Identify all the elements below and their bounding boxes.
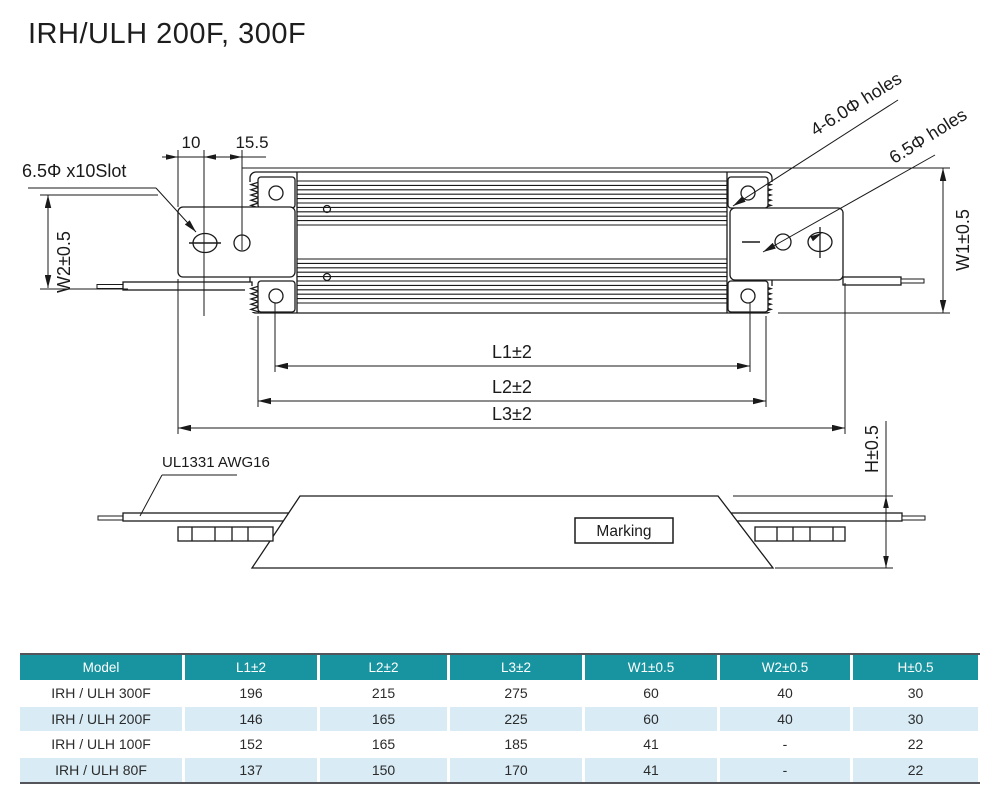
table-header-cell: W1±0.5	[585, 655, 717, 680]
dim-10-label: 10	[182, 133, 201, 152]
top-view-drawing	[28, 99, 950, 434]
holes-bottom-label: 6.5Φ holes	[886, 104, 971, 167]
table-row: IRH / ULH 300F 196 215 275 60 40 30	[20, 681, 980, 706]
table-cell: 137	[185, 757, 317, 782]
lead-wire-right	[842, 276, 902, 286]
table-cell-model: IRH / ULH 200F	[20, 706, 182, 731]
terminal-block-right	[754, 526, 846, 542]
dim-w1-label: W1±0.5	[953, 209, 973, 271]
tab-hole	[740, 288, 756, 304]
table-cell-model: IRH / ULH 100F	[51, 736, 151, 753]
serrated-edge	[248, 285, 262, 313]
table-cell: 275	[504, 685, 528, 702]
table-cell-model: IRH / ULH 300F	[51, 685, 151, 702]
table-header-cell: H±0.5	[853, 655, 978, 680]
table-cell: 196	[239, 685, 263, 702]
table-cell: 60	[643, 685, 659, 702]
table-row: IRH / ULH 100F 152 165 185 41 - 22	[20, 732, 980, 757]
dim-h-label: H±0.5	[862, 425, 882, 473]
table-cell: 185	[504, 736, 528, 753]
dim-l1-label: L1±2	[492, 342, 532, 362]
lead-wire-left-tip	[96, 284, 124, 289]
page-title: IRH/ULH 200F, 300F	[28, 18, 307, 50]
tab-hole	[268, 288, 284, 304]
dim-l2-label: L2±2	[492, 377, 532, 397]
holes-top-label: 4-6.0Φ holes	[807, 68, 905, 140]
table-cell: 150	[320, 757, 447, 782]
marking-label: Marking	[596, 523, 651, 540]
table-header-cell: L2±2	[320, 655, 447, 680]
dim-w2-label: W2±0.5	[54, 231, 74, 293]
table-cell: 146	[185, 706, 317, 731]
fin-rivet-hole	[322, 204, 332, 214]
marking-box	[574, 517, 674, 544]
spec-table: Model L1±2 L2±2 L3±2 W1±0.5 W2±0.5 H±0.5…	[20, 653, 980, 784]
fin-rivet-hole	[322, 272, 332, 282]
table-header-cell: Model	[20, 655, 182, 680]
lead-wire-left	[122, 281, 253, 291]
technical-drawing: 10 15.5 6.5Φ x10Slot 4-6.0Φ holes 6.5Φ h…	[22, 68, 973, 569]
table-cell: 41	[643, 736, 659, 753]
side-view-drawing	[97, 421, 926, 569]
dim-l3-label: L3±2	[492, 404, 532, 424]
table-cell: 165	[371, 736, 396, 753]
dim-arrows-10-155	[166, 154, 242, 160]
table-cell: 41	[585, 757, 717, 782]
table-cell: 22	[907, 736, 924, 753]
serrated-edge	[248, 181, 262, 209]
table-cell: 152	[239, 736, 263, 753]
table-cell: 40	[720, 706, 850, 731]
table-cell: 30	[907, 685, 924, 702]
slot-label: 6.5Φ x10Slot	[22, 161, 126, 181]
wire-spec-label: UL1331 AWG16	[162, 454, 270, 471]
tab-hole	[268, 185, 284, 201]
table-header-cell: L1±2	[185, 655, 317, 680]
table-row: IRH / ULH 80F 137 150 170 41 - 22	[20, 757, 980, 782]
table-cell: 30	[853, 706, 978, 731]
table-cell: 215	[371, 685, 396, 702]
table-cell: 40	[777, 685, 793, 702]
lead-wire-right-tip	[900, 278, 925, 284]
table-header-row: Model L1±2 L2±2 L3±2 W1±0.5 W2±0.5 H±0.5	[20, 655, 980, 680]
table-cell: -	[720, 757, 850, 782]
table-cell: 60	[585, 706, 717, 731]
heatsink-fins-bottom	[297, 258, 727, 304]
side-wire-right-tip	[901, 515, 926, 521]
table-cell-model: IRH / ULH 80F	[20, 757, 182, 782]
side-wire-left	[122, 512, 301, 522]
terminal-block-left	[177, 526, 274, 542]
table-header-cell: W2±0.5	[720, 655, 850, 680]
table-header-cell: L3±2	[450, 655, 582, 680]
side-wire-left-tip	[97, 515, 124, 521]
mounting-tabs	[257, 176, 769, 313]
dim-155-label: 15.5	[235, 133, 268, 152]
table-cell: 22	[853, 757, 978, 782]
heatsink-fins-top	[297, 180, 727, 226]
table-cell: 165	[320, 706, 447, 731]
resistor-body	[249, 171, 773, 314]
side-view-body	[250, 495, 775, 569]
table-cell: 170	[450, 757, 582, 782]
round-hole-right	[774, 233, 792, 251]
table-cell: -	[782, 736, 788, 753]
table-cell: 225	[450, 706, 582, 731]
table-row: IRH / ULH 200F 146 165 225 60 40 30	[20, 706, 980, 731]
